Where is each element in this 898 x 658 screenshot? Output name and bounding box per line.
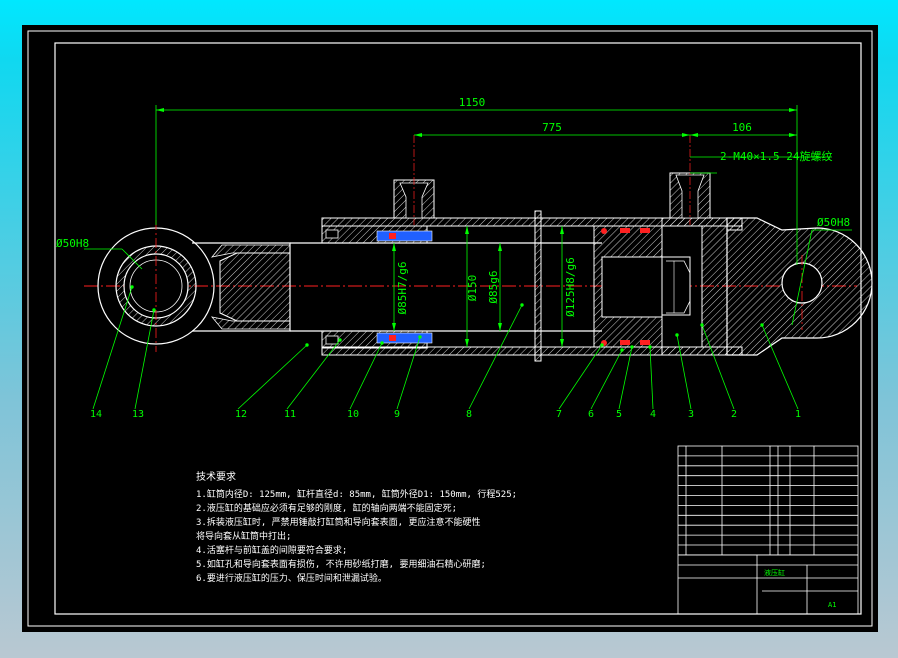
note-line-4: 将导向套从缸筒中打出; — [196, 530, 291, 542]
dim-rod-diameter: Ø85g6 — [487, 270, 500, 303]
dim-piston-fit: Ø125H8/g6 — [564, 257, 577, 317]
note-line-2: 2.液压缸的基础应必须有足够的刚度, 缸的轴向两端不能固定死; — [196, 502, 457, 514]
leader-line-10 — [349, 342, 383, 410]
dimension-arrows — [156, 108, 797, 347]
leader-line-4 — [649, 346, 654, 410]
leader-line-11 — [286, 339, 341, 410]
leader-line-13 — [134, 309, 155, 410]
leader-dot-7 — [600, 343, 604, 347]
leader-dot-12 — [305, 343, 309, 347]
drawing-canvas: 1150 775 106 2-M40×1.5 24旋螺纹 Ø50H8 Ø50H8… — [22, 25, 878, 632]
leader-dot-10 — [380, 341, 384, 345]
balloon-12: 12 — [235, 409, 247, 420]
dim-rod-eye-pin: Ø50H8 — [56, 237, 89, 250]
balloon-14: 14 — [90, 409, 102, 420]
balloon-8: 8 — [466, 409, 472, 420]
leader-dot-4 — [648, 345, 652, 349]
dim-port-thread: 2-M40×1.5 24旋螺纹 — [720, 149, 832, 163]
leader-dot-6 — [620, 348, 624, 352]
balloon-11: 11 — [284, 409, 296, 420]
leader-dot-1 — [760, 323, 764, 327]
note-line-1: 1.缸筒内径D: 125mm, 缸杆直径d: 85mm, 缸筒外径D1: 150… — [196, 488, 517, 500]
part-leaders: 14 13 12 11 10 9 8 7 6 5 4 3 2 1 — [90, 285, 801, 420]
leader-dot-3 — [675, 333, 679, 337]
leader-line-5 — [618, 346, 633, 410]
leader-line-7 — [558, 344, 603, 410]
piston-nut — [661, 256, 691, 316]
leader-line-9 — [396, 336, 421, 410]
leader-dot-9 — [418, 335, 422, 339]
leader-line-3 — [676, 334, 692, 410]
balloon-13: 13 — [132, 409, 144, 420]
leader-line-2 — [701, 324, 735, 410]
rod-eye — [97, 220, 291, 352]
balloon-1: 1 — [795, 409, 801, 420]
piston-rod — [290, 242, 602, 332]
leader-dot-13 — [152, 308, 156, 312]
dim-cap-eye-pin: Ø50H8 — [817, 216, 850, 229]
note-line-3: 3.拆装液压缸时, 严禁用锤敲打缸筒和导向套表面, 更应注意不能硬性 — [196, 516, 481, 528]
notes-title: 技术要求 — [196, 470, 236, 483]
balloon-9: 9 — [394, 409, 400, 420]
dim-port-offset: 106 — [732, 121, 752, 134]
note-line-5: 4.活塞杆与前缸盖的间隙要符合要求; — [196, 544, 347, 556]
rod-end-port — [393, 179, 435, 219]
stop-collar — [534, 210, 542, 362]
dim-gland-bore: Ø85H7/g6 — [396, 262, 409, 315]
title-block — [677, 445, 859, 615]
balloon-4: 4 — [650, 409, 656, 420]
drawing-name: 液压缸 — [764, 568, 785, 577]
leader-dot-5 — [630, 345, 634, 349]
leader-line-1 — [761, 324, 799, 410]
gland — [321, 225, 433, 349]
note-line-6: 5.如缸孔和导向套表面有损伤, 不许用砂纸打磨, 要用细油石精心研磨; — [196, 558, 486, 570]
leader-dot-14 — [130, 285, 134, 289]
balloon-2: 2 — [731, 409, 737, 420]
balloon-5: 5 — [616, 409, 622, 420]
cap-end — [661, 217, 873, 356]
dim-overall-length: 1150 — [459, 96, 486, 109]
dimension-lines — [84, 105, 852, 347]
leader-dot-8 — [520, 303, 524, 307]
sheet-size: A1 — [828, 601, 836, 609]
technical-notes: 技术要求 1.缸筒内径D: 125mm, 缸杆直径d: 85mm, 缸筒外径D1… — [196, 470, 517, 584]
balloon-10: 10 — [347, 409, 359, 420]
inner-frame — [54, 42, 862, 615]
outer-frame — [27, 30, 873, 627]
dim-cylinder-outer: Ø150 — [466, 275, 479, 302]
balloon-7: 7 — [556, 409, 562, 420]
leader-dot-11 — [338, 338, 342, 342]
cad-drawing: 1150 775 106 2-M40×1.5 24旋螺纹 Ø50H8 Ø50H8… — [27, 30, 873, 627]
leader-dot-2 — [700, 323, 704, 327]
leader-line-14 — [92, 286, 133, 410]
dim-stroke: 775 — [542, 121, 562, 134]
balloon-6: 6 — [588, 409, 594, 420]
leader-line-6 — [590, 349, 623, 410]
leader-line-8 — [468, 304, 523, 410]
piston — [593, 225, 663, 348]
note-line-7: 6.要进行液压缸的压力、保压时间和泄漏试验。 — [196, 572, 387, 584]
balloon-3: 3 — [688, 409, 694, 420]
leader-line-12 — [237, 344, 308, 410]
